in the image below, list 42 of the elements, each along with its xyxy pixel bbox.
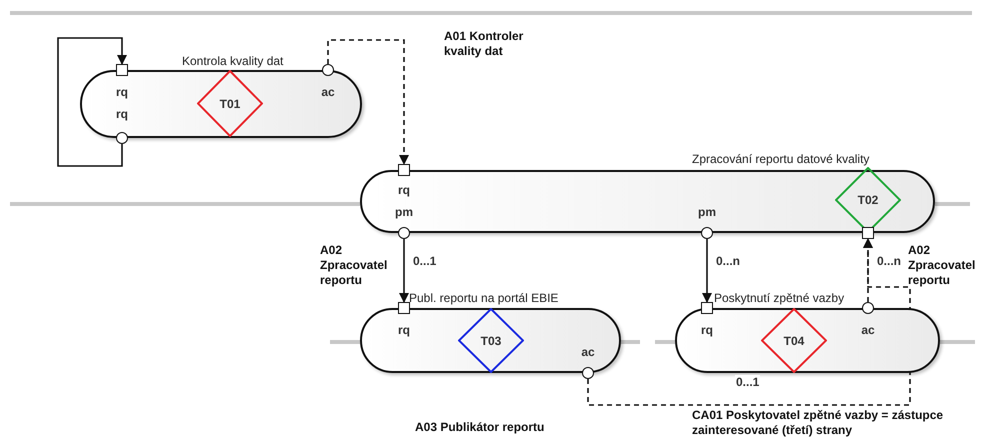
port-label: ac bbox=[321, 85, 335, 99]
transaction-diamond: T04 bbox=[761, 308, 827, 373]
connector-arrow bbox=[587, 238, 911, 406]
actor-label: A01 Kontroler kvality dat bbox=[444, 29, 524, 59]
connector-arrow bbox=[57, 37, 127, 167]
port-label: ac bbox=[581, 345, 595, 359]
edge-label: 0...1 bbox=[735, 375, 760, 389]
port-circle bbox=[862, 302, 874, 314]
port-square bbox=[398, 164, 410, 176]
port-label: pm bbox=[698, 205, 716, 219]
port-circle bbox=[582, 367, 594, 379]
actor-label: A03 Publikátor reportu bbox=[415, 420, 546, 435]
process-title: Zpracování reportu datové kvality bbox=[692, 152, 870, 166]
port-label: rq bbox=[116, 107, 128, 121]
edge-label: 0...n bbox=[715, 254, 742, 268]
port-circle bbox=[701, 227, 713, 239]
actor-label: A02 Zpracovatel reportu bbox=[320, 243, 388, 288]
port-circle bbox=[322, 64, 334, 76]
process-title: Poskytnutí zpětné vazby bbox=[714, 291, 844, 305]
port-label: rq bbox=[398, 183, 410, 197]
transaction-diamond: T01 bbox=[197, 70, 263, 137]
edge-label: 0...1 bbox=[412, 254, 438, 268]
process-title: Kontrola kvality dat bbox=[182, 54, 284, 68]
port-square bbox=[116, 64, 128, 76]
port-label: rq bbox=[116, 85, 128, 99]
port-label: ac bbox=[861, 323, 875, 337]
process-title: Publ. reportu na portál EBIE bbox=[409, 291, 558, 305]
port-label: rq bbox=[398, 323, 410, 337]
actor-label: CA01 Poskytovatel zpětné vazby = zástupce zainteresované (třetí) strany bbox=[692, 408, 944, 438]
port-square bbox=[398, 302, 410, 314]
connector-arrow bbox=[399, 239, 409, 303]
port-label: rq bbox=[701, 323, 713, 337]
port-circle bbox=[398, 227, 410, 239]
port-label: pm bbox=[395, 205, 413, 219]
port-square bbox=[701, 302, 713, 314]
port-circle bbox=[116, 132, 128, 144]
connector-arrow bbox=[702, 239, 712, 303]
edge-label: 0...n bbox=[876, 254, 902, 268]
transaction-diamond: T03 bbox=[458, 308, 524, 373]
connector-arrow bbox=[327, 39, 409, 165]
port-square bbox=[862, 227, 874, 239]
actor-label: A02 Zpracovatel reportu bbox=[908, 243, 976, 288]
